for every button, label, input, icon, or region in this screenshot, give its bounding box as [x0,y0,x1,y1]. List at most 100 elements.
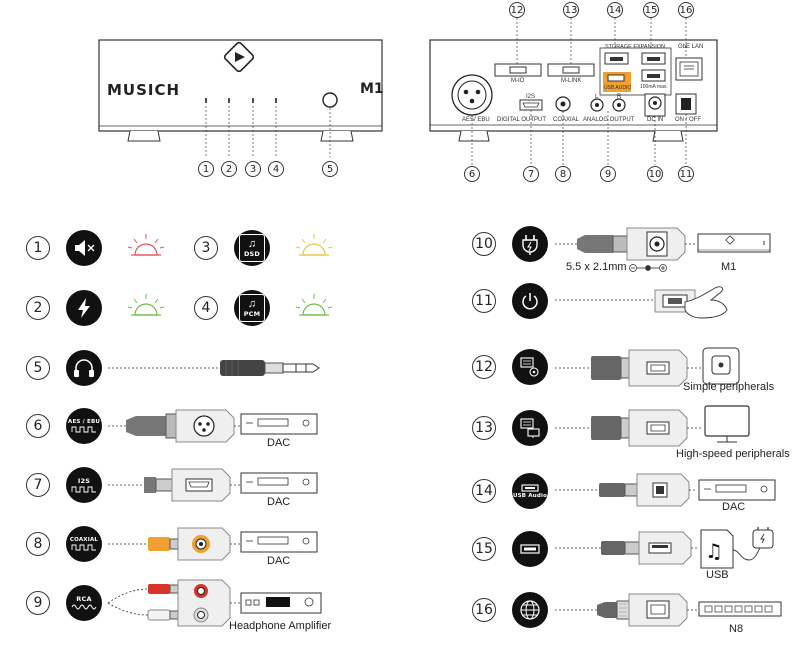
m-link-label: M-LINK [561,78,582,84]
usb-icon [512,531,548,567]
switch-hand-graphic [555,286,728,319]
led-indicators [205,98,277,157]
headphone-jack [322,92,338,108]
pcm-text: PCM [243,309,261,318]
led-green-icon-2 [295,294,333,316]
legend-num-9: 9 [26,591,50,615]
callout-10: 10 [647,166,663,182]
callout-9: 9 [600,166,616,182]
legend-num-15: 15 [472,537,496,561]
rca-pair-icon [107,579,322,627]
logo-icon [223,41,255,73]
brand-logo: MUSICH [107,81,181,99]
usb-b-graphic [555,473,776,507]
bolt-icon [66,290,102,326]
legend-num-3: 3 [194,236,218,260]
usb-audio-icon: USB Audio [512,473,548,509]
aes-badge: AES / EBU [66,408,102,444]
legend-num-4: 4 [194,296,218,320]
callout-7: 7 [523,166,539,182]
dac-label-7: DAC [267,496,291,508]
dc-barrel-graphic [555,227,771,272]
model-label: M1 [360,81,384,97]
hdmi-icon [108,468,318,502]
callout-1: 1 [198,161,214,177]
coaxial-label: COAXIAL [553,117,580,123]
legend-num-6: 6 [26,414,50,438]
headphone-amp-label: Headphone Amplifier [229,620,332,632]
dc-spec-label: 5.5 x 2.1mm [566,261,627,273]
analog-output-label: ANALOG OUTPUT [583,117,635,123]
callout-6: 6 [464,166,480,182]
legend-num-14: 14 [472,479,496,503]
callout-15: 15 [643,2,659,18]
rca-badge-text: RCA [76,595,92,603]
on-off-label: ON / OFF [675,117,701,123]
ethernet-graphic [555,593,782,627]
callout-13: 13 [563,2,579,18]
m-io-label: M-IO [511,78,525,84]
callout-3: 3 [245,161,261,177]
callout-5: 5 [322,161,338,177]
callout-8: 8 [555,166,571,182]
globe-icon [512,592,548,628]
i2s-badge: I2S [66,467,102,503]
dsd-text: DSD [243,249,261,258]
left-label: L [595,94,599,100]
dc-in-label: DC IN [647,117,664,123]
callout-2: 2 [221,161,237,177]
xlr-icon [108,409,318,443]
headphone-plug-graphic [108,360,320,376]
m-io-plug-graphic [555,347,740,387]
simple-peripherals-label: Simple peripherals [683,381,775,393]
callout-12: 12 [509,2,525,18]
m1-label: M1 [721,261,737,273]
led-red-icon [127,234,165,256]
legend-num-1: 1 [26,236,50,260]
callout-14: 14 [607,2,623,18]
pcm-icon: ♫ PCM [234,290,270,326]
aes-label: AES/ EBU [462,117,490,123]
rca-icon [108,527,318,561]
callout-16: 16 [678,2,694,18]
usb-audio-label: USB AUDIO [604,85,632,91]
aes-badge-text: AES / EBU [67,419,101,425]
coaxial-badge-text: COAXIAL [69,537,99,543]
led-yellow-icon [295,234,333,256]
power-button-icon [512,283,548,319]
peripheral-icon [512,349,548,385]
legend-num-13: 13 [472,416,496,440]
usb-a-graphic: ♫ [555,527,774,569]
usb-label: USB [706,569,729,581]
coaxial-badge: COAXIAL [66,526,102,562]
usb-audio-badge-text: USB Audio [512,493,548,499]
legend-num-10: 10 [472,232,496,256]
callout-11: 11 [678,166,694,182]
storage-expansion-label: STORAGE EXPANSION [605,44,666,50]
power-plug-icon [512,226,548,262]
legend-num-7: 7 [26,473,50,497]
callout-4: 4 [268,161,284,177]
i2s-badge-text: I2S [77,477,91,485]
led-green-icon [127,294,165,316]
dsd-icon: ♫ DSD [234,230,270,266]
dac-label-8: DAC [267,555,291,567]
legend-num-16: 16 [472,598,496,622]
mute-icon [66,230,102,266]
legend-num-5: 5 [26,356,50,380]
legend-num-8: 8 [26,532,50,556]
svg-text:♫: ♫ [705,539,723,563]
digital-output-label: DIGITAL OUTPUT [497,117,547,123]
legend-num-2: 2 [26,296,50,320]
high-speed-peripherals-label: High-speed peripherals [676,448,790,460]
i2s-label: I2S [526,94,536,100]
monitor-peripheral-icon [512,410,548,446]
right-label: R [617,94,622,100]
m-link-plug-graphic [555,405,750,447]
gbe-lan-label: GbE LAN [678,44,704,50]
legend-num-11: 11 [472,289,496,313]
headphones-icon [66,350,102,386]
